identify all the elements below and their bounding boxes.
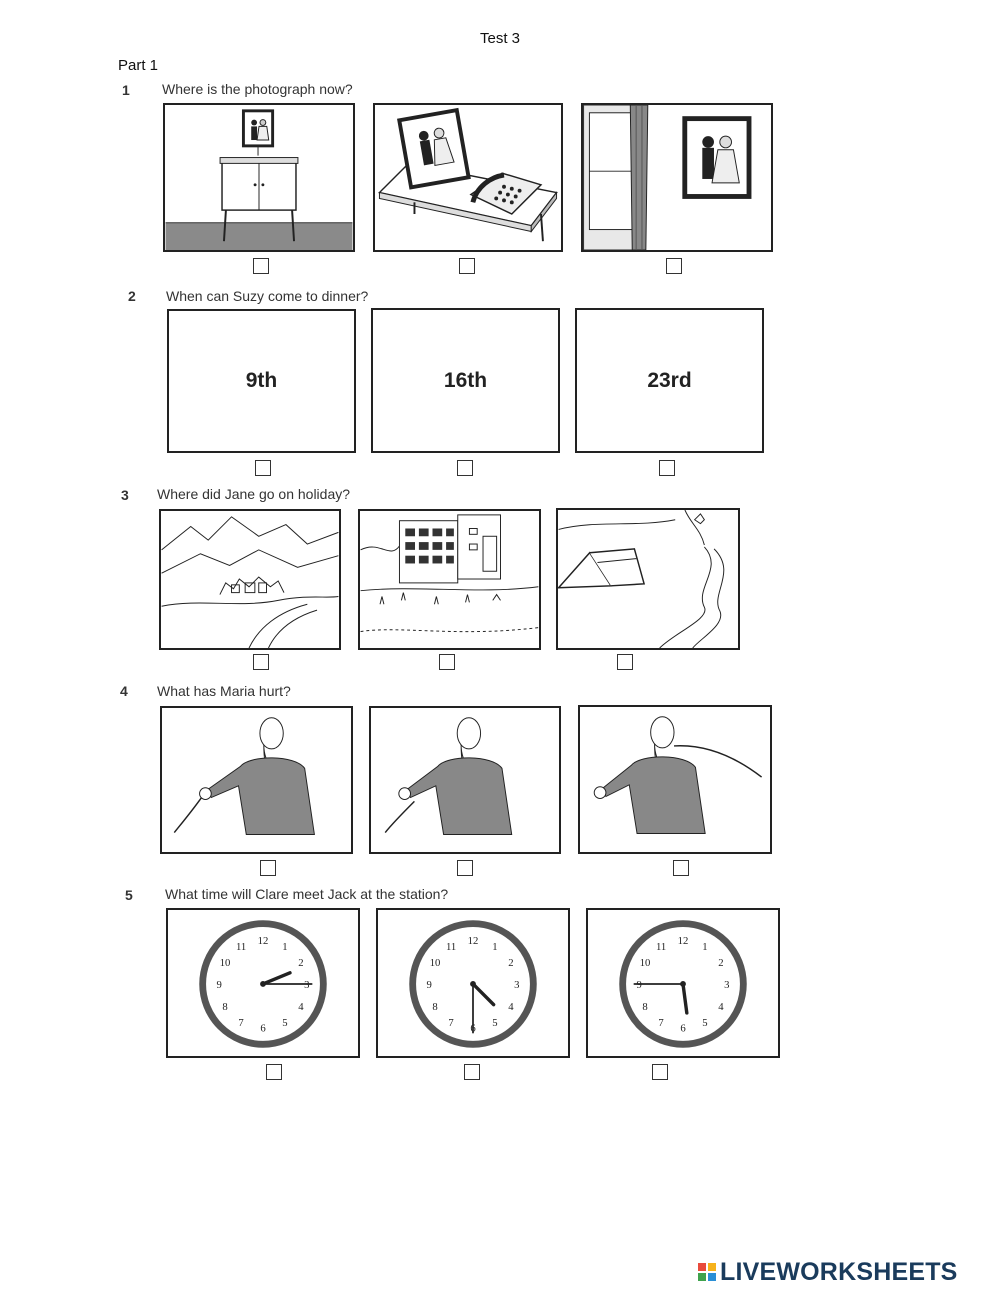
logo-blocks-icon [698, 1263, 716, 1281]
logo-text: LIVEWORKSHEETS [720, 1257, 958, 1286]
svg-text:1: 1 [702, 941, 707, 953]
q4-picture-wrist [369, 706, 561, 854]
q5-option-c-checkbox[interactable] [652, 1064, 668, 1080]
q5-option-b-checkbox[interactable] [464, 1064, 480, 1080]
svg-text:7: 7 [238, 1017, 244, 1029]
svg-text:2: 2 [298, 957, 303, 969]
camping-by-river-illustration [558, 510, 725, 648]
svg-text:7: 7 [448, 1017, 454, 1029]
q3-picture-mountain-village [159, 509, 341, 650]
q3-option-a-checkbox[interactable] [253, 654, 269, 670]
q2-option-a-checkbox[interactable] [255, 460, 271, 476]
q1-option-a-checkbox[interactable] [253, 258, 269, 274]
q3-option-c-checkbox[interactable] [617, 654, 633, 670]
girl-pointing-hand-illustration [173, 717, 315, 835]
svg-text:12: 12 [678, 935, 689, 947]
svg-text:5: 5 [492, 1017, 497, 1029]
girl-pointing-neck-illustration [593, 716, 763, 834]
svg-text:6: 6 [260, 1023, 266, 1035]
svg-text:5: 5 [282, 1017, 287, 1029]
svg-text:8: 8 [432, 1001, 437, 1013]
question-2-text: When can Suzy come to dinner? [166, 288, 369, 304]
q2-option-b-card: 16th [371, 308, 560, 453]
question-3-text: Where did Jane go on holiday? [157, 486, 351, 502]
svg-text:11: 11 [446, 941, 456, 953]
svg-text:10: 10 [220, 957, 231, 969]
q4-option-a-checkbox[interactable] [260, 860, 276, 876]
q2-option-c-label: 23rd [647, 368, 692, 392]
q2-option-c-card: 23rd [575, 308, 764, 453]
svg-text:8: 8 [222, 1001, 227, 1013]
q5-option-a-checkbox[interactable] [266, 1064, 282, 1080]
svg-text:7: 7 [658, 1017, 664, 1029]
q2-option-b-checkbox[interactable] [457, 460, 473, 476]
q3-picture-camping-river [556, 508, 740, 650]
q3-picture-beach-hotel [358, 509, 541, 650]
svg-text:9: 9 [637, 979, 642, 991]
question-4-text: What has Maria hurt? [157, 683, 291, 699]
svg-text:10: 10 [430, 957, 441, 969]
question-3-number: 3 [121, 487, 129, 503]
svg-text:2: 2 [508, 957, 513, 969]
q4-option-b-checkbox[interactable] [457, 860, 473, 876]
q1-option-c-checkbox[interactable] [666, 258, 682, 274]
page-title: Test 3 [479, 30, 521, 47]
svg-text:8: 8 [642, 1001, 647, 1013]
question-1-text: Where is the photograph now? [162, 81, 353, 97]
svg-text:1: 1 [282, 941, 287, 953]
question-1-number: 1 [122, 82, 130, 98]
svg-text:1: 1 [492, 941, 497, 953]
svg-text:11: 11 [236, 941, 246, 953]
svg-text:4: 4 [508, 1001, 514, 1013]
girl-pointing-wrist-illustration [384, 717, 513, 835]
svg-text:10: 10 [640, 957, 651, 969]
q4-option-c-checkbox[interactable] [673, 860, 689, 876]
svg-text:12: 12 [258, 935, 269, 947]
svg-text:9: 9 [427, 979, 432, 991]
beach-hotel-illustration [360, 514, 539, 633]
q3-option-b-checkbox[interactable] [439, 654, 455, 670]
question-2-number: 2 [128, 288, 136, 304]
svg-text:4: 4 [718, 1001, 724, 1013]
svg-text:4: 4 [298, 1001, 304, 1013]
question-5-number: 5 [125, 887, 133, 903]
question-4-number: 4 [120, 683, 128, 699]
q2-option-a-label: 9th [245, 369, 278, 392]
q4-picture-neck [578, 705, 772, 854]
svg-text:3: 3 [724, 979, 729, 991]
svg-text:6: 6 [680, 1023, 686, 1035]
q4-picture-hand [160, 706, 353, 854]
part-label: Part 1 [118, 57, 159, 74]
q2-option-c-checkbox[interactable] [659, 460, 675, 476]
q1-picture-table-phone [373, 103, 563, 252]
q2-option-b-label: 16th [443, 368, 488, 392]
photo-on-wall-above-cabinet-illustration [165, 109, 353, 250]
photo-on-wall-by-window-illustration [583, 105, 752, 250]
q1-picture-cabinet [163, 103, 355, 252]
photo-on-table-with-phone-illustration [377, 107, 558, 242]
svg-text:3: 3 [304, 979, 309, 991]
question-5-text: What time will Clare meet Jack at the st… [165, 886, 449, 902]
svg-text:9: 9 [217, 979, 222, 991]
mountain-village-illustration [161, 516, 339, 648]
svg-text:12: 12 [468, 935, 479, 947]
q2-option-a-card: 9th [167, 309, 356, 453]
svg-text:2: 2 [718, 957, 723, 969]
q1-option-b-checkbox[interactable] [459, 258, 475, 274]
svg-text:11: 11 [656, 941, 666, 953]
q1-picture-wall-window [581, 103, 773, 252]
liveworksheets-logo: LIVEWORKSHEETS [698, 1258, 958, 1286]
svg-text:5: 5 [702, 1017, 707, 1029]
svg-text:3: 3 [514, 979, 519, 991]
